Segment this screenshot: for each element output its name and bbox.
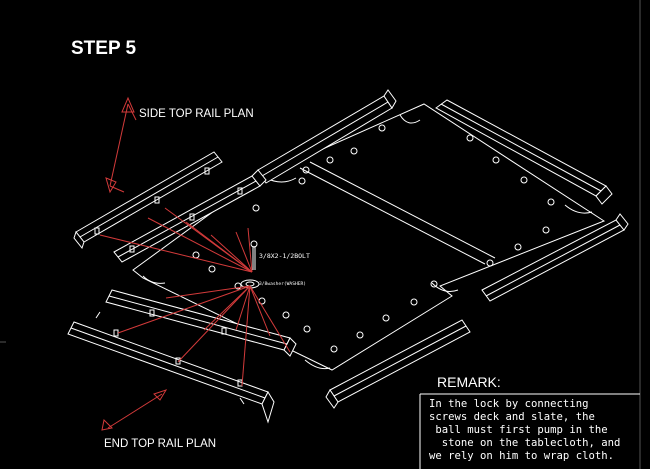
exploded-end-top-rail [67, 289, 297, 424]
remark-line-5: we rely on him to wrap cloth. [429, 450, 614, 462]
side-top-rail-label: SIDE TOP RAIL PLAN [139, 108, 254, 120]
near-right-side-rail [481, 213, 629, 302]
right-end-rail [435, 99, 613, 205]
bolt-part [250, 240, 258, 270]
end-top-rail-label: END TOP RAIL PLAN [104, 438, 216, 450]
step-title: STEP 5 [71, 38, 137, 59]
remark-box: REMARK: In the lock by connecting screws… [419, 374, 640, 469]
remark-title: REMARK: [437, 374, 501, 390]
washer-label: 3/8washer(WASHER) [259, 281, 306, 287]
bolt-label: 3/8X2-1/2BOLT [259, 252, 310, 260]
remark-line-1: In the lock by connecting [429, 398, 588, 410]
slate-bolt-holes [192, 124, 555, 353]
near-left-side-rail [325, 319, 471, 409]
remark-line-2: screws deck and slate, the [429, 411, 595, 423]
far-side-rail [257, 89, 397, 184]
exploded-side-top-rail [73, 151, 267, 263]
remark-line-4: stone on the tablecloth, and [429, 437, 620, 449]
slate-bed [132, 103, 606, 371]
leader-lines [99, 96, 291, 431]
remark-line-3: ball must first pump in the [429, 424, 608, 436]
